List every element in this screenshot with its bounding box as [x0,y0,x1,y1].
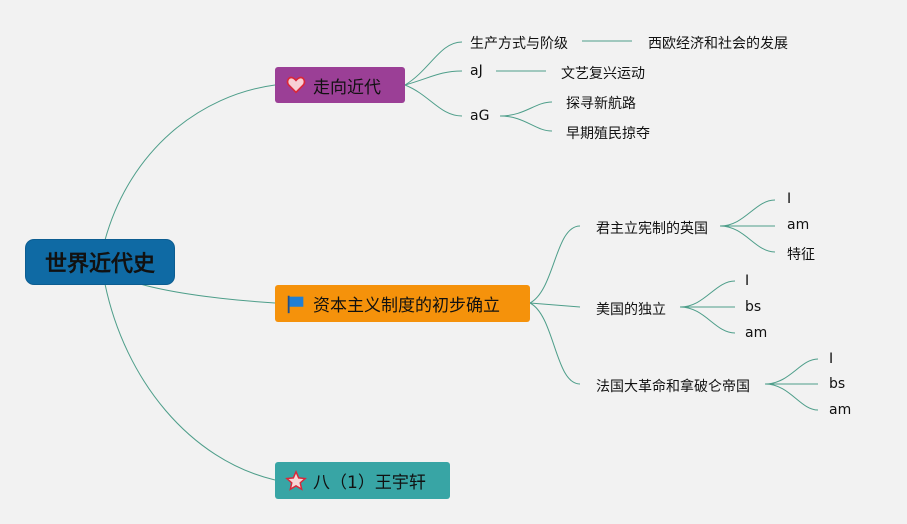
leaf-topic[interactable]: I [829,351,834,367]
connector-c5-leaf3 [679,306,736,334]
leaf-topic[interactable]: 西欧经济和社会的发展 [648,36,788,52]
connector-c5-leaf1 [679,280,736,308]
star-icon [285,469,307,491]
connector-c6-leaf1 [764,358,819,385]
leaf-topic[interactable]: 文艺复兴运动 [561,66,645,82]
branch-topic-capitalism[interactable]: 资本主义制度的初步确立 [275,285,530,322]
leaf-topic[interactable]: am [787,217,810,233]
connector-b1-c2 [404,70,463,86]
subtopic[interactable]: 生产方式与阶级 [470,36,568,52]
branch-label: 走向近代 [313,77,381,98]
subtopic[interactable]: aJ [470,63,483,79]
connector-root-b2 [139,283,276,304]
branch-topic-author[interactable]: 八（1）王宇轩 [275,462,450,499]
flag-icon [287,295,304,313]
leaf-topic[interactable]: am [745,325,768,341]
connector-c6-leaf3 [764,383,819,411]
connector-c4-leaf3 [719,225,776,253]
leaf-topic[interactable]: 早期殖民掠夺 [566,126,650,142]
connector-c4-leaf1 [719,199,776,227]
subtopic[interactable]: 君主立宪制的英国 [596,221,708,237]
connector-b2-c1 [529,225,581,304]
leaf-topic[interactable]: bs [829,376,846,392]
branch-topic-modern-era[interactable]: 走向近代 [275,67,405,103]
heart-icon [286,76,306,94]
connector-b1-c3 [404,84,463,117]
branch-label: 八（1）王宇轩 [313,473,426,493]
connector-c3-leaf1 [499,101,553,117]
connector-b2-c2 [529,302,581,308]
connector-b1-c1 [404,41,463,86]
root-topic[interactable]: 世界近代史 [26,240,174,284]
leaf-topic[interactable]: bs [745,299,762,315]
branch-label: 资本主义制度的初步确立 [313,296,500,316]
connector-c3-leaf2 [499,115,553,132]
leaf-topic[interactable]: I [745,273,750,289]
leaf-topic[interactable]: 特征 [787,247,815,263]
subtopic[interactable]: 法国大革命和拿破仑帝国 [596,379,750,395]
subtopic[interactable]: 美国的独立 [596,302,666,318]
connector-b2-c3 [529,302,581,385]
leaf-topic[interactable]: am [829,402,852,418]
leaf-topic[interactable]: 探寻新航路 [566,96,636,112]
leaf-topic[interactable]: I [787,191,792,207]
connector-root-b1 [104,84,276,241]
subtopic[interactable]: aG [470,108,490,124]
connector-root-b3 [104,283,276,481]
